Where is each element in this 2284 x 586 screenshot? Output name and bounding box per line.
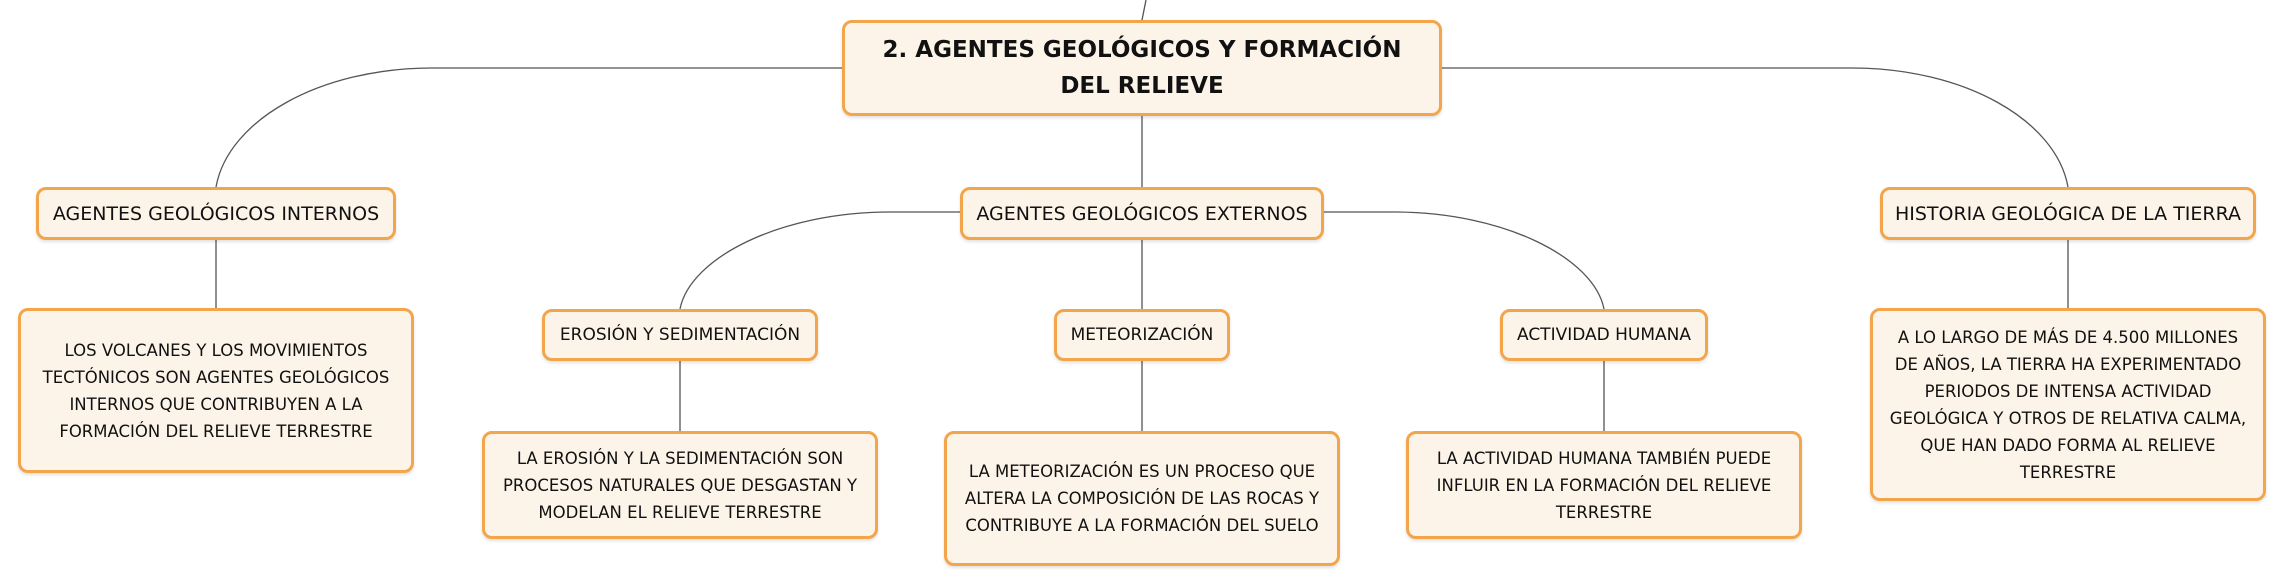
topic-erosion-sedimentacion-label: EROSIÓN Y SEDIMENTACIÓN [559, 325, 801, 345]
desc-erosion-sedimentacion[interactable]: LA EROSIÓN Y LA SEDIMENTACIÓN SON PROCES… [482, 431, 878, 539]
desc-erosion-sedimentacion-text: LA EROSIÓN Y LA SEDIMENTACIÓN SON PROCES… [502, 448, 858, 522]
desc-actividad-humana-text: LA ACTIVIDAD HUMANA TAMBIÉN PUEDE INFLUI… [1436, 448, 1772, 522]
topic-agentes-internos[interactable]: AGENTES GEOLÓGICOS INTERNOS [36, 187, 396, 240]
root-topic-node[interactable]: 2. AGENTES GEOLÓGICOS Y FORMACIÓN DEL RE… [842, 20, 1442, 116]
topic-agentes-externos-label: AGENTES GEOLÓGICOS EXTERNOS [976, 202, 1308, 225]
connector-parent-root [1141, 0, 1147, 21]
desc-historia-geologica-text: A LO LARGO DE MÁS DE 4.500 MILLONES DE A… [1889, 327, 2247, 482]
topic-historia-geologica-label: HISTORIA GEOLÓGICA DE LA TIERRA [1894, 202, 2242, 225]
desc-agentes-internos-text: LOS VOLCANES Y LOS MOVIMIENTOS TECTÓNICO… [42, 340, 390, 441]
topic-meteorizacion[interactable]: METEORIZACIÓN [1054, 309, 1230, 361]
connector-externos-humana [1324, 211, 1605, 310]
desc-meteorizacion-text: LA METEORIZACIÓN ES UN PROCESO QUE ALTER… [964, 462, 1320, 535]
topic-actividad-humana[interactable]: ACTIVIDAD HUMANA [1500, 309, 1708, 361]
root-topic-label: 2. AGENTES GEOLÓGICOS Y FORMACIÓN DEL RE… [882, 37, 1402, 99]
connector-externos-erosion [679, 211, 960, 310]
topic-agentes-internos-label: AGENTES GEOLÓGICOS INTERNOS [52, 202, 380, 225]
topic-erosion-sedimentacion[interactable]: EROSIÓN Y SEDIMENTACIÓN [542, 309, 818, 361]
topic-historia-geologica[interactable]: HISTORIA GEOLÓGICA DE LA TIERRA [1880, 187, 2256, 240]
topic-meteorizacion-label: METEORIZACIÓN [1070, 325, 1214, 345]
connector-root-historia [1442, 67, 2069, 188]
topic-actividad-humana-label: ACTIVIDAD HUMANA [1516, 325, 1692, 345]
desc-agentes-internos[interactable]: LOS VOLCANES Y LOS MOVIMIENTOS TECTÓNICO… [18, 308, 414, 473]
topic-agentes-externos[interactable]: AGENTES GEOLÓGICOS EXTERNOS [960, 187, 1324, 240]
connector-root-internos [215, 67, 842, 188]
desc-historia-geologica[interactable]: A LO LARGO DE MÁS DE 4.500 MILLONES DE A… [1870, 308, 2266, 501]
desc-actividad-humana[interactable]: LA ACTIVIDAD HUMANA TAMBIÉN PUEDE INFLUI… [1406, 431, 1802, 539]
desc-meteorizacion[interactable]: LA METEORIZACIÓN ES UN PROCESO QUE ALTER… [944, 431, 1340, 566]
